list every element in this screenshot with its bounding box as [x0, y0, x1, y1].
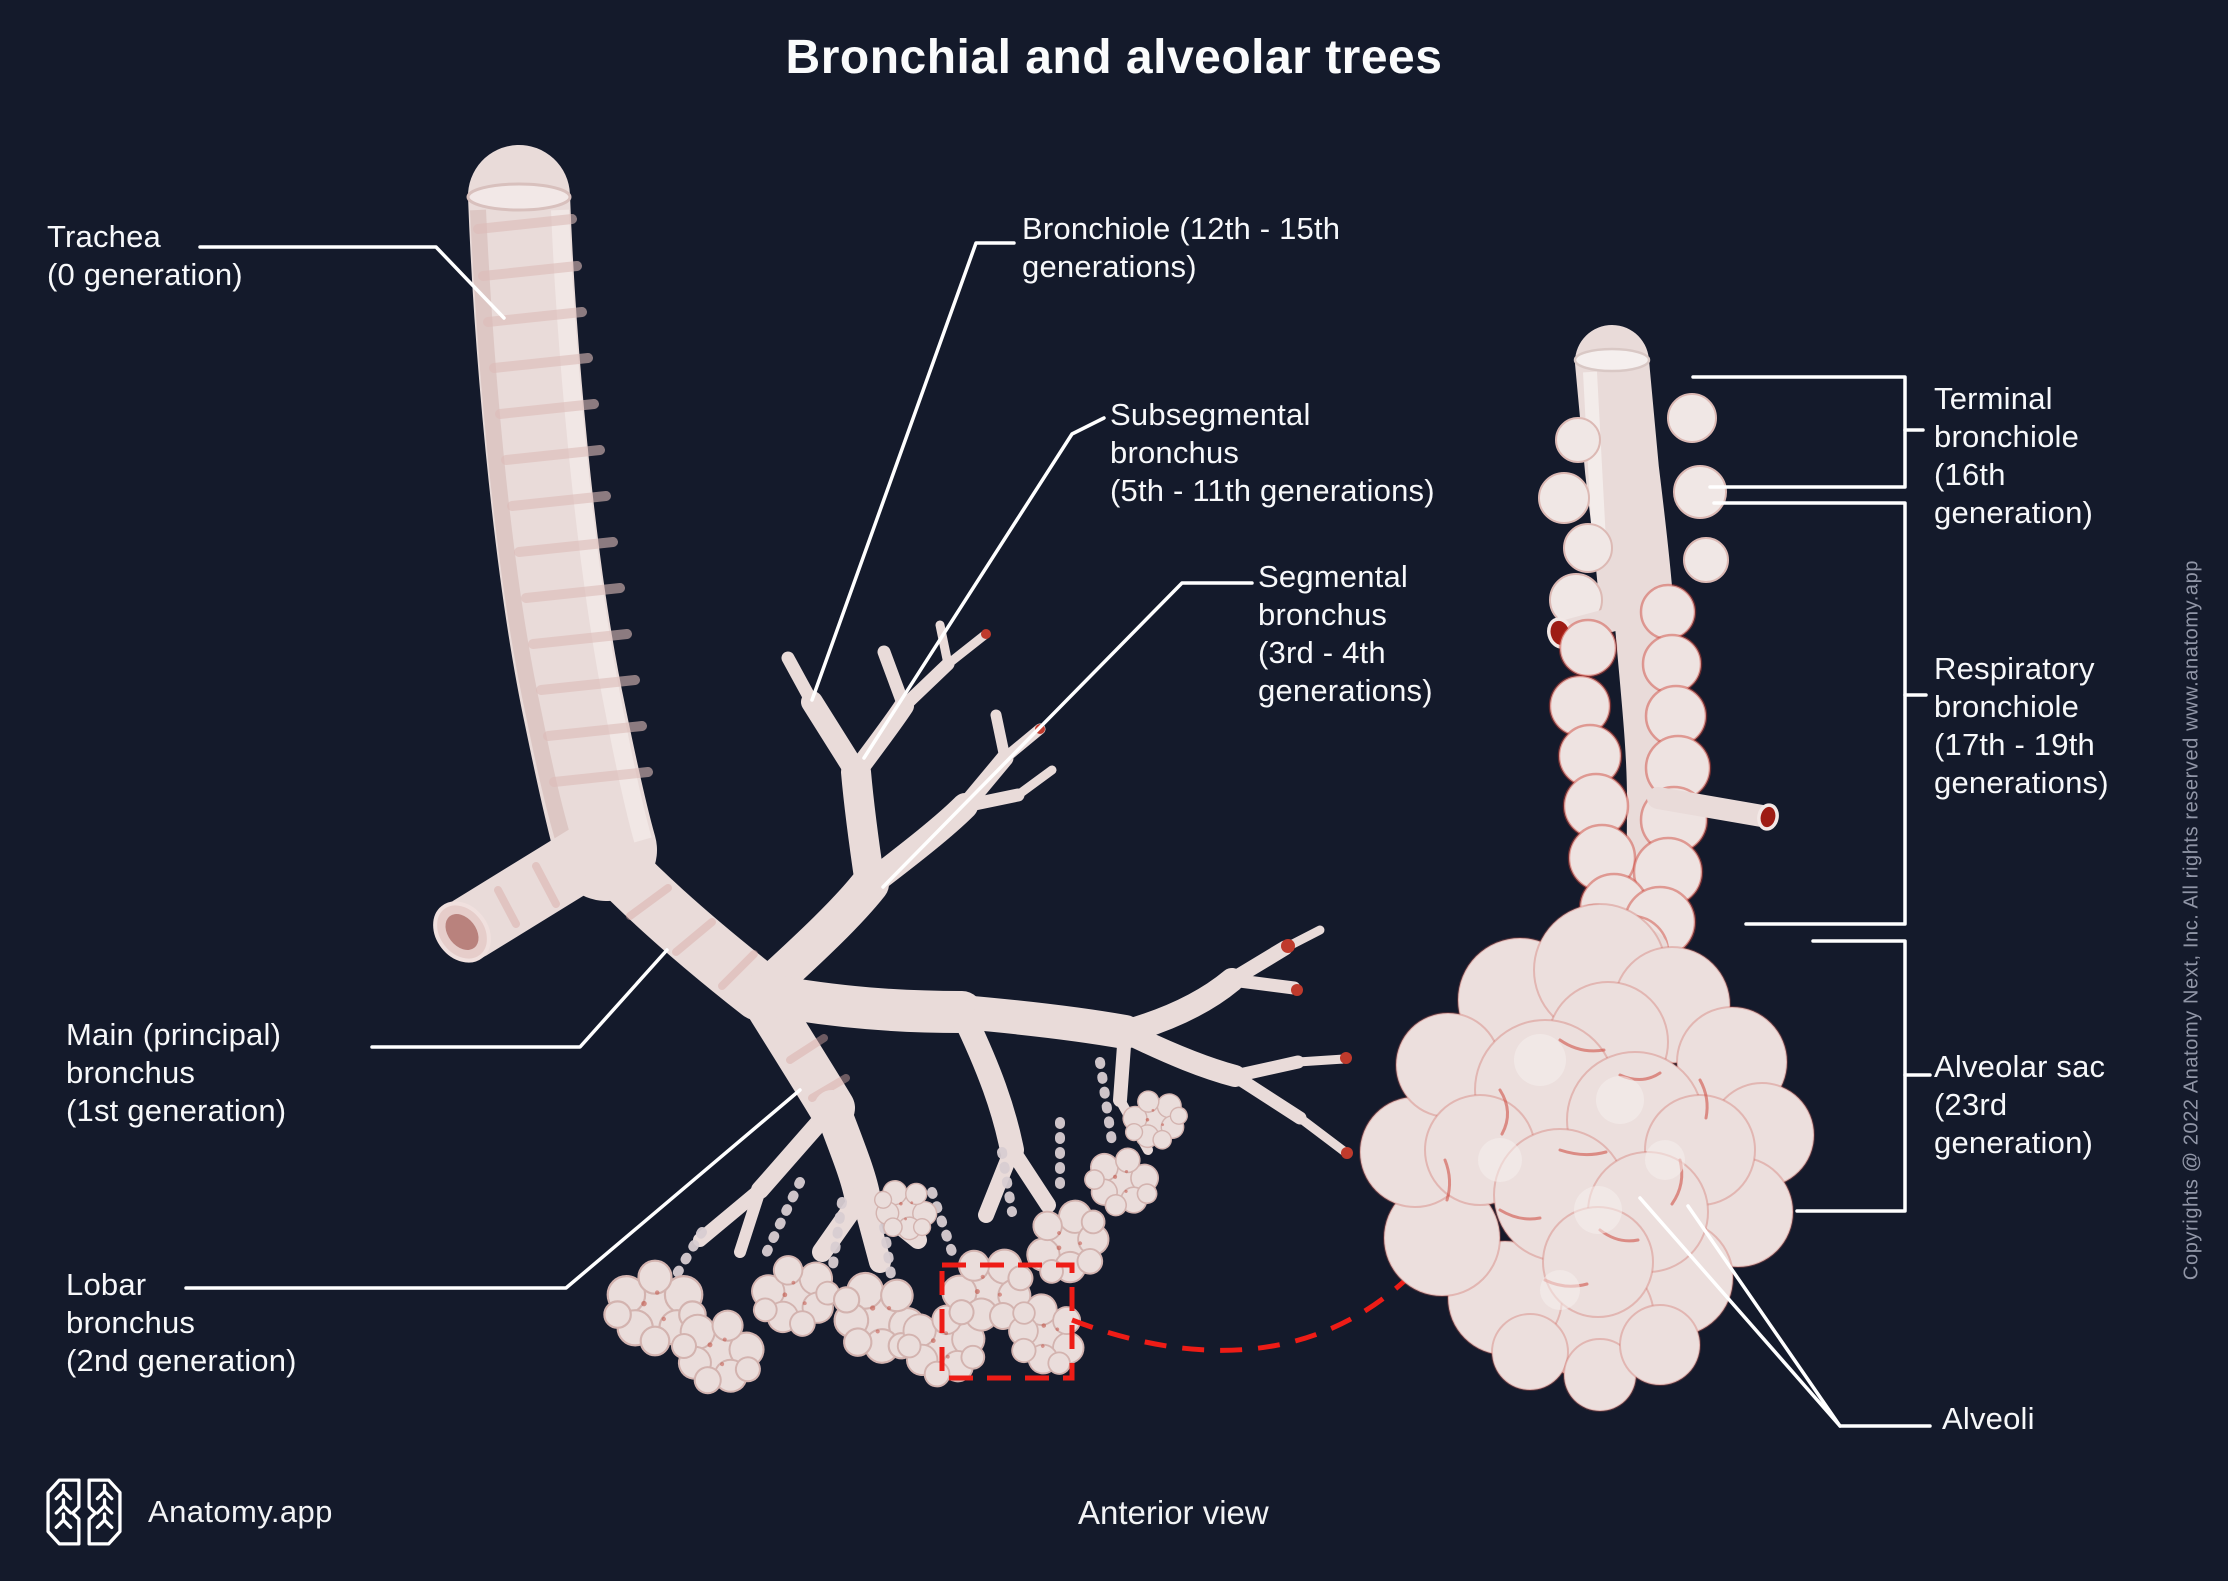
cut-airway-opening: [1757, 803, 1779, 831]
bracket-terminal-bronchiole: [1691, 375, 1925, 489]
label-line: generation): [1934, 495, 2094, 530]
leader-alveoli: [1638, 1196, 1932, 1428]
label-line: (16th: [1934, 457, 2006, 492]
leader-main-bronchus: [370, 948, 669, 1049]
label-segmental-bronchus: Segmental bronchus (3rd - 4th generation…: [1258, 558, 1433, 710]
label-line: Lobar: [66, 1267, 147, 1302]
main-bronchus: [577, 826, 789, 1021]
label-line: Segmental: [1258, 559, 1409, 594]
label-line: (5th - 11th generations): [1110, 473, 1435, 508]
terminal-bronchiole-tube: [1575, 325, 1673, 637]
label-alveolar-sac: Alveolar sac (23rd generation): [1934, 1048, 2105, 1162]
label-respiratory-bronchiole: Respiratory bronchiole (17th - 19th gene…: [1934, 650, 2109, 802]
label-line: bronchiole: [1934, 419, 2080, 454]
trachea-cartilage-rings: [473, 214, 653, 787]
leader-trachea: [198, 245, 506, 320]
bronchial-tree-illustration: [433, 145, 1353, 1410]
label-line: Alveoli: [1942, 1401, 2035, 1436]
label-line: bronchus: [1110, 435, 1240, 470]
label-terminal-bronchiole: Terminal bronchiole (16th generation): [1934, 380, 2093, 532]
label-line: generations): [1022, 249, 1197, 284]
leader-segmental-bronchus: [881, 581, 1254, 889]
label-line: Alveolar sac: [1934, 1049, 2106, 1084]
label-line: Main (principal): [66, 1017, 282, 1052]
label-line: Bronchiole (12th - 15th: [1022, 211, 1341, 246]
label-trachea: Trachea (0 generation): [47, 218, 243, 294]
alveolar-model-illustration: [1359, 325, 1815, 1412]
label-main-bronchus: Main (principal) bronchus (1st generatio…: [66, 1016, 286, 1130]
respiratory-bronchiole-alveoli: [1548, 583, 1712, 990]
label-line: bronchus: [66, 1305, 196, 1340]
label-line: Trachea: [47, 219, 161, 254]
leader-lobar-bronchus: [184, 1088, 802, 1290]
label-line: generations): [1934, 765, 2109, 800]
label-line: Terminal: [1934, 381, 2053, 416]
segmental-and-bronchiole-branches: [747, 620, 1057, 1007]
red-dashed-zoom-box: [939, 1262, 1075, 1381]
label-line: bronchus: [1258, 597, 1388, 632]
label-alveoli: Alveoli: [1942, 1400, 2035, 1438]
label-line: bronchiole: [1934, 689, 2080, 724]
label-line: (0 generation): [47, 257, 243, 292]
label-subsegmental-bronchus: Subsegmental bronchus (5th - 11th genera…: [1110, 396, 1435, 510]
label-line: (3rd - 4th: [1258, 635, 1386, 670]
brand-name: Anatomy.app: [148, 1494, 333, 1529]
trachea-opening: [466, 182, 572, 212]
label-line: generation): [1934, 1125, 2094, 1160]
brain-logo-icon: [46, 1478, 122, 1546]
view-caption: Anterior view: [1078, 1494, 1269, 1531]
label-line: (2nd generation): [66, 1343, 297, 1378]
label-bronchiole: Bronchiole (12th - 15th generations): [1022, 210, 1340, 286]
label-line: Respiratory: [1934, 651, 2095, 686]
bracket-alveolar-sac: [1795, 939, 1932, 1213]
leader-bronchiole: [810, 241, 1016, 702]
label-line: (23rd: [1934, 1087, 2008, 1122]
label-line: bronchus: [66, 1055, 196, 1090]
alveolar-sac: [1359, 903, 1815, 1412]
brand-lockup: Anatomy.app: [42, 1474, 333, 1550]
label-line: (1st generation): [66, 1093, 287, 1128]
label-line: Subsegmental: [1110, 397, 1311, 432]
bronchiole-opening: [1573, 347, 1651, 373]
label-line: generations): [1258, 673, 1433, 708]
right-subsegmental-branches: [741, 629, 1353, 1159]
leader-subsegmental-bronchus: [862, 416, 1106, 760]
label-lobar-bronchus: Lobar bronchus (2nd generation): [66, 1266, 297, 1380]
page-title: Bronchial and alveolar trees: [785, 31, 1443, 84]
copyright-notice: Copyrights @ 2022 Anatomy Next, Inc. All…: [2180, 559, 2203, 1281]
bracket-respiratory-bronchiole: [1712, 501, 1928, 926]
label-line: (17th - 19th: [1934, 727, 2095, 762]
